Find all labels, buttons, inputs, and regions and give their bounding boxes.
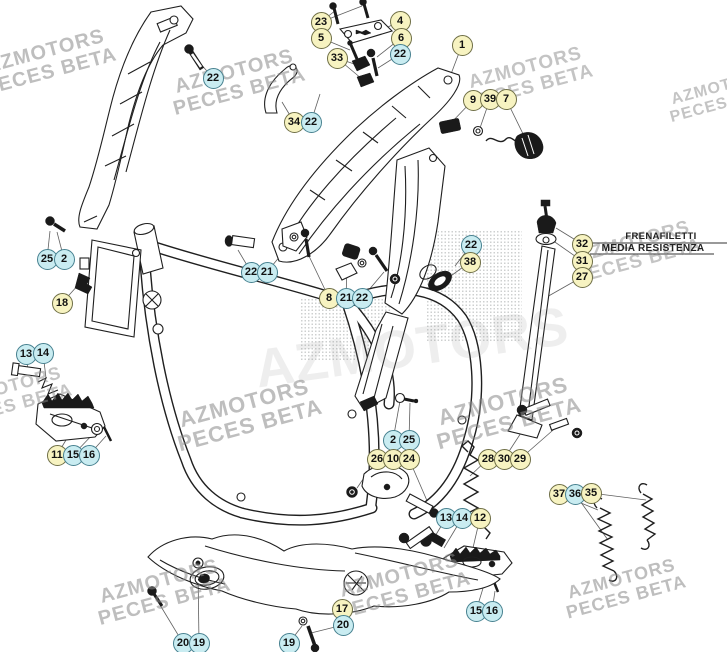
callout-1[interactable]: 1 xyxy=(451,34,473,56)
rear-rail xyxy=(384,147,446,315)
callout-25[interactable]: 25 xyxy=(398,429,420,451)
callout-20[interactable]: 20 xyxy=(172,632,194,652)
callout-2[interactable]: 2 xyxy=(53,248,75,270)
callout-19[interactable]: 19 xyxy=(278,632,300,652)
callout-33[interactable]: 33 xyxy=(326,47,348,69)
support-brace xyxy=(354,311,409,412)
seat-hook xyxy=(264,63,298,114)
callout-26[interactable]: 26 xyxy=(366,448,388,470)
callout-12[interactable]: 12 xyxy=(469,507,491,529)
callout-25[interactable]: 25 xyxy=(36,248,58,270)
callout-23[interactable]: 23 xyxy=(310,11,332,33)
callout-14[interactable]: 14 xyxy=(32,342,54,364)
callout-18[interactable]: 18 xyxy=(51,292,73,314)
callout-21[interactable]: 21 xyxy=(256,261,278,283)
callout-37[interactable]: 37 xyxy=(548,483,570,505)
callout-14[interactable]: 14 xyxy=(451,507,473,529)
strut-bolt xyxy=(184,44,205,71)
left-mount-bolt xyxy=(45,216,93,295)
chain-link-parts xyxy=(419,264,452,292)
callout-31[interactable]: 31 xyxy=(571,250,593,272)
left-footpeg xyxy=(10,362,113,442)
callout-27[interactable]: 27 xyxy=(571,266,593,288)
callout-39[interactable]: 39 xyxy=(479,88,501,110)
callout-29[interactable]: 29 xyxy=(509,448,531,470)
callout-35[interactable]: 35 xyxy=(580,482,602,504)
engine-mount-cluster xyxy=(346,464,439,518)
side-strut xyxy=(78,5,194,230)
callout-13[interactable]: 13 xyxy=(15,343,37,365)
callout-16[interactable]: 16 xyxy=(481,600,503,622)
callout-5[interactable]: 5 xyxy=(310,27,332,49)
callout-16[interactable]: 16 xyxy=(78,444,100,466)
callout-22[interactable]: 22 xyxy=(351,287,373,309)
callout-22[interactable]: 22 xyxy=(202,67,224,89)
subframe-bolt-bracket xyxy=(224,221,308,252)
callout-36[interactable]: 36 xyxy=(564,483,586,505)
callout-22[interactable]: 22 xyxy=(460,234,482,256)
callout-20[interactable]: 20 xyxy=(332,614,354,636)
callout-24[interactable]: 24 xyxy=(398,448,420,470)
brace-bolt xyxy=(394,392,419,404)
note-underlines xyxy=(588,242,727,255)
axle-spacer-parts xyxy=(439,118,544,159)
top-bracket-fasteners xyxy=(329,0,394,88)
note-line-1: FRENAFILETTI xyxy=(625,231,697,242)
callout-19[interactable]: 19 xyxy=(188,632,210,652)
callout-38[interactable]: 38 xyxy=(459,251,481,273)
callout-21[interactable]: 21 xyxy=(335,287,357,309)
callout-7[interactable]: 7 xyxy=(495,88,517,110)
guard-plate xyxy=(79,239,142,338)
callout-28[interactable]: 28 xyxy=(477,448,499,470)
callout-34[interactable]: 34 xyxy=(283,111,305,133)
callout-17[interactable]: 17 xyxy=(331,598,353,620)
callout-10[interactable]: 10 xyxy=(382,448,404,470)
note-line-2: MEDIA RESISTENZA xyxy=(601,243,705,254)
side-stand xyxy=(460,199,583,540)
callout-22[interactable]: 22 xyxy=(300,111,322,133)
callout-15[interactable]: 15 xyxy=(62,444,84,466)
silentblock-cluster xyxy=(300,228,401,285)
callout-22[interactable]: 22 xyxy=(389,43,411,65)
callout-4[interactable]: 4 xyxy=(389,10,411,32)
skid-plate xyxy=(147,534,501,652)
